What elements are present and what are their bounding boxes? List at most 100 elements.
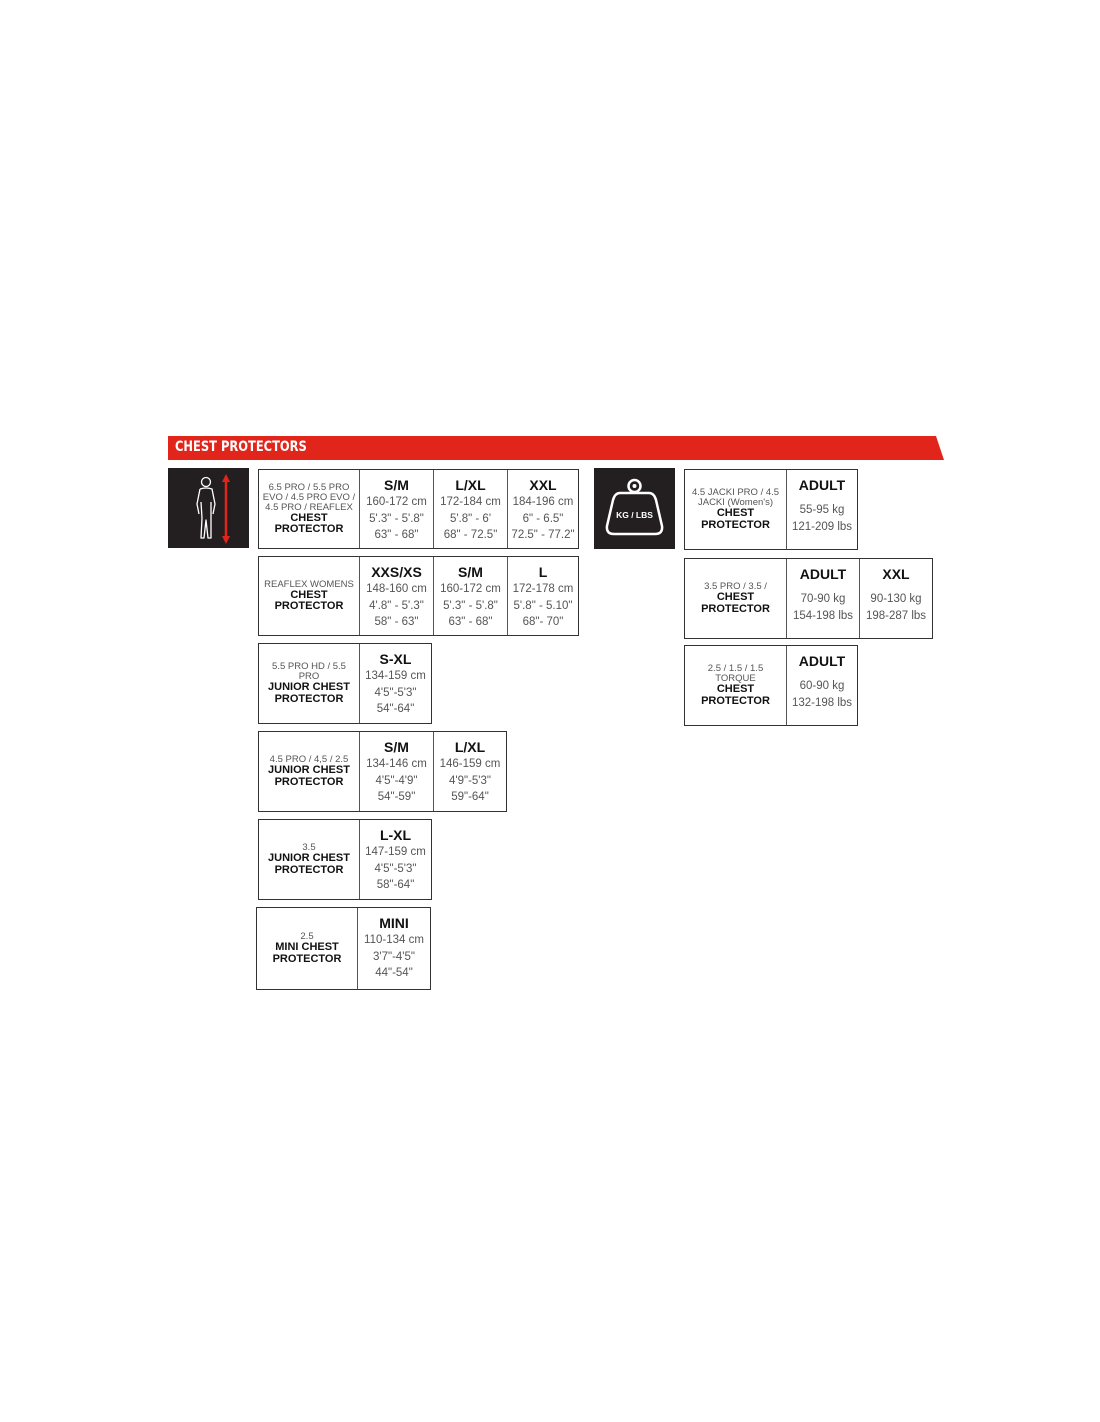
size-column: ADULT 55-95 kg 121-209 lbs — [787, 470, 857, 549]
weight-kg: 90-130 kg — [870, 593, 922, 605]
model-names: 3.5 PRO / 3.5 / — [704, 581, 767, 592]
size-table: 3.5 JUNIOR CHEST PROTECTOR L-XL 147-159 … — [258, 819, 432, 900]
section-banner: CHEST PROTECTORS — [168, 436, 944, 460]
weight-lbs: 198-287 lbs — [865, 609, 927, 622]
size-table: REAFLEX WOMENS CHEST PROTECTOR XXS/XS 14… — [258, 556, 579, 636]
height-ft: 4'9"-5'3" — [449, 774, 491, 787]
product-type: CHEST PROTECTOR — [274, 511, 344, 535]
weight-kg-lbs-icon: KG / LBS — [594, 468, 675, 549]
height-cm: 160-172 cm — [440, 583, 501, 595]
size-label: L/XL — [454, 739, 486, 755]
size-column: L 172-178 cm 5'.8" - 5.10" 68"- 70" — [508, 557, 578, 635]
model-names: 5.5 PRO HD / 5.5 PRO — [272, 661, 346, 682]
size-column: S/M 160-172 cm 5'.3" - 5'.8" 63" - 68" — [360, 470, 434, 548]
height-ft: 4'5"-5'3" — [374, 862, 417, 875]
product-type: CHEST PROTECTOR — [274, 588, 344, 612]
size-label: S-XL — [379, 651, 412, 667]
size-label: L-XL — [379, 827, 412, 843]
height-cm: 147-159 cm — [365, 846, 426, 858]
model-names: 2.5 / 1.5 / 1.5 TORQUE — [707, 663, 764, 684]
height-cm: 146-159 cm — [439, 758, 501, 770]
size-column: XXS/XS 148-160 cm 4'.8" - 5'.3" 58" - 63… — [360, 557, 434, 635]
model-names: REAFLEX WOMENS — [264, 578, 354, 590]
model-names: 6.5 PRO / 5.5 PRO EVO / 4.5 PRO EVO / 4.… — [262, 481, 356, 513]
size-label: ADULT — [798, 653, 846, 669]
size-column: ADULT 60-90 kg 132-198 lbs — [787, 646, 857, 725]
size-column: S-XL 134-159 cm 4'5"-5'3" 54"-64" — [360, 644, 431, 723]
weight-kg: 60-90 kg — [799, 680, 845, 692]
product-name-cell: 2.5 MINI CHEST PROTECTOR — [257, 908, 358, 989]
height-cm: 134-146 cm — [366, 758, 427, 770]
model-names: 4.5 PRO / 4,5 / 2.5 — [269, 754, 349, 765]
height-ft: 5'.3" - 5'.8" — [443, 599, 498, 612]
product-name-cell: 6.5 PRO / 5.5 PRO EVO / 4.5 PRO EVO / 4.… — [259, 470, 360, 548]
product-name-cell: 5.5 PRO HD / 5.5 PRO JUNIOR CHEST PROTEC… — [259, 644, 360, 723]
product-type: JUNIOR CHEST PROTECTOR — [268, 852, 350, 876]
height-inch: 63" - 68" — [374, 529, 419, 541]
weight-kg: 55-95 kg — [799, 504, 845, 516]
weight-table: 3.5 PRO / 3.5 / CHEST PROTECTOR ADULT 70… — [684, 558, 933, 639]
section-title: CHEST PROTECTORS — [175, 439, 307, 455]
size-label: S/M — [384, 739, 409, 755]
size-column: S/M 134-146 cm 4'5"-4'9" 54"-59" — [360, 732, 434, 811]
size-column: ADULT 70-90 kg 154-198 lbs — [787, 559, 860, 638]
size-label: MINI — [379, 915, 409, 931]
model-names: 2.5 — [300, 931, 314, 942]
model-names: 3.5 — [302, 842, 316, 853]
weight-table: 2.5 / 1.5 / 1.5 TORQUE CHEST PROTECTOR A… — [684, 645, 858, 726]
person-height-icon — [168, 468, 249, 548]
product-name-cell: 4.5 PRO / 4,5 / 2.5 JUNIOR CHEST PROTECT… — [259, 732, 360, 811]
product-name-cell: 3.5 JUNIOR CHEST PROTECTOR — [259, 820, 360, 899]
size-label: L — [538, 564, 548, 580]
size-column: L-XL 147-159 cm 4'5"-5'3" 58"-64" — [360, 820, 431, 899]
weight-kg: 70-90 kg — [800, 593, 846, 605]
product-type: JUNIOR CHEST PROTECTOR — [268, 764, 350, 788]
product-name-cell: 2.5 / 1.5 / 1.5 TORQUE CHEST PROTECTOR — [685, 646, 787, 725]
product-name-cell: 4.5 JACKI PRO / 4.5 JACKI (Women's) CHES… — [685, 470, 787, 549]
size-label: XXL — [529, 477, 557, 493]
size-label: S/M — [384, 477, 409, 493]
size-column: XXL 184-196 cm 6" - 6.5" 72.5" - 77.2" — [508, 470, 578, 548]
product-type: CHEST PROTECTOR — [701, 591, 770, 615]
height-ft: 5'.8" - 6' — [449, 512, 492, 525]
size-label: XXS/XS — [371, 564, 422, 580]
height-ft: 4'5"-5'3" — [374, 686, 417, 699]
height-inch: 68" - 72.5" — [443, 529, 498, 541]
size-label: ADULT — [799, 566, 847, 582]
size-column: L/XL 146-159 cm 4'9"-5'3" 59"-64" — [434, 732, 506, 811]
weight-lbs: 121-209 lbs — [791, 520, 853, 533]
size-label: XXL — [882, 566, 910, 582]
height-inch: 59"-64" — [451, 791, 489, 803]
model-names: 4.5 JACKI PRO / 4.5 JACKI (Women's) — [691, 487, 780, 508]
height-ft: 6" - 6.5" — [522, 512, 564, 525]
height-ft: 5'.3" - 5'.8" — [369, 512, 424, 525]
height-inch: 54"-59" — [377, 791, 416, 803]
size-column: S/M 160-172 cm 5'.3" - 5'.8" 63" - 68" — [434, 557, 508, 635]
height-inch: 72.5" - 77.2" — [511, 529, 575, 541]
weight-icon-label: KG / LBS — [616, 510, 653, 520]
size-table: 2.5 MINI CHEST PROTECTOR MINI 110-134 cm… — [256, 907, 431, 990]
height-inch: 44"-54" — [375, 967, 413, 979]
height-ft: 5'.8" - 5.10" — [513, 599, 573, 612]
height-ft: 4'5"-4'9" — [375, 774, 418, 787]
height-cm: 148-160 cm — [366, 583, 427, 595]
size-column: L/XL 172-184 cm 5'.8" - 6' 68" - 72.5" — [434, 470, 508, 548]
product-type: MINI CHEST PROTECTOR — [272, 941, 342, 965]
size-label: S/M — [458, 564, 483, 580]
size-label: L/XL — [455, 477, 486, 493]
height-cm: 172-184 cm — [440, 496, 501, 508]
height-inch: 54"-64" — [376, 703, 415, 715]
height-cm: 160-172 cm — [366, 496, 427, 508]
height-inch: 58" - 63" — [374, 616, 419, 628]
height-inch: 58"-64" — [376, 879, 415, 891]
size-column: XXL 90-130 kg 198-287 lbs — [860, 559, 932, 638]
product-type: CHEST PROTECTOR — [701, 507, 770, 531]
height-cm: 134-159 cm — [365, 670, 426, 682]
product-name-cell: REAFLEX WOMENS CHEST PROTECTOR — [259, 557, 360, 635]
size-column: MINI 110-134 cm 3'7"-4'5" 44"-54" — [358, 908, 430, 989]
height-cm: 110-134 cm — [364, 934, 424, 946]
size-label: ADULT — [798, 477, 846, 493]
height-inch: 63" - 68" — [448, 616, 493, 628]
size-table: 4.5 PRO / 4,5 / 2.5 JUNIOR CHEST PROTECT… — [258, 731, 507, 812]
weight-lbs: 154-198 lbs — [792, 609, 854, 622]
